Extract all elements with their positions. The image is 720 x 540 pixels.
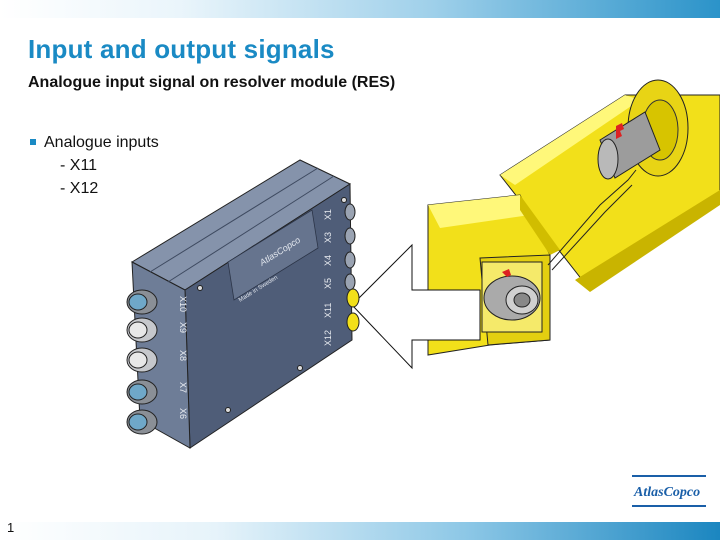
bullet-item: Analogue inputs — [30, 131, 159, 154]
connector-label-x3: X3 — [323, 232, 333, 243]
connector-label-x9: X9 — [178, 322, 188, 333]
connector-x12-highlight — [346, 312, 360, 332]
bullet-list: Analogue inputs - X11 - X12 — [30, 131, 159, 200]
resolver-module: AtlasCopco Made in Sweden X1 X3 X4 X5 X1… — [126, 159, 360, 449]
connector-x11-highlight — [346, 288, 360, 308]
bottom-gradient-bar — [0, 522, 720, 540]
page-number: 1 — [7, 520, 15, 535]
connector-label-x11: X11 — [323, 303, 333, 318]
logo-text: AtlasCopco — [633, 485, 700, 500]
top-gradient-bar — [0, 0, 720, 18]
sub-item-x12: - X12 — [60, 180, 99, 197]
atlas-copco-logo: AtlasCopco — [632, 475, 706, 507]
connector-label-x6: X6 — [178, 408, 188, 419]
connector-label-x8: X8 — [178, 350, 188, 361]
connector-label-x4: X4 — [323, 255, 333, 266]
connector-label-x5: X5 — [323, 278, 333, 289]
sub-item-x11: - X11 — [60, 157, 98, 174]
page-subtitle: Analogue input signal on resolver module… — [28, 74, 396, 91]
bullet-text: Analogue inputs — [44, 134, 159, 151]
pointer-arrow — [351, 243, 481, 370]
motor-assembly — [427, 79, 720, 356]
square-bullet-icon — [30, 139, 36, 145]
page-title: Input and output signals — [28, 34, 335, 64]
connector-label-x12: X12 — [323, 330, 333, 346]
connector-label-x10: X10 — [178, 296, 188, 312]
connector-label-x7: X7 — [178, 382, 188, 393]
connector-label-x1: X1 — [323, 209, 333, 220]
